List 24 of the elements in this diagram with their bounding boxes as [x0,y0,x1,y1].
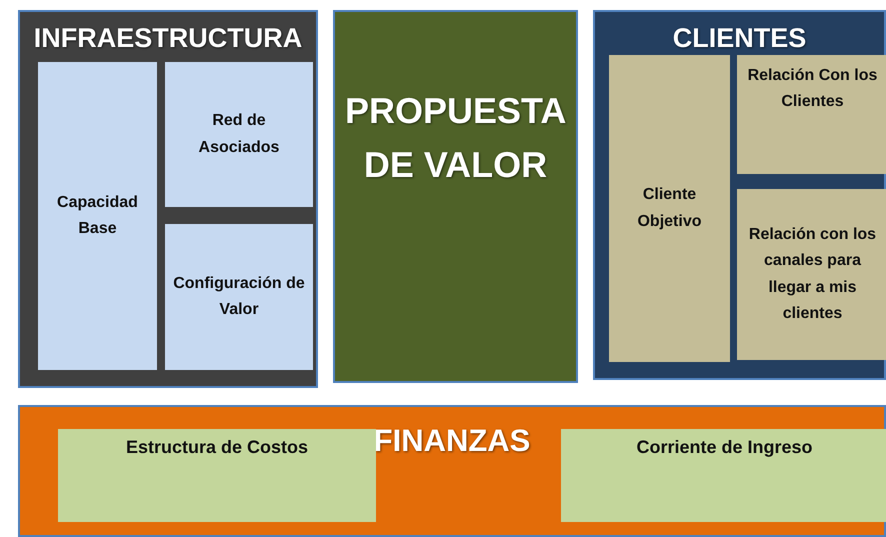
block-label: Relación Con los Clientes [746,66,878,112]
building-block-card [737,55,886,174]
panel-heading: FINANZAS [374,422,530,460]
building-block-card [737,189,886,360]
building-block-card [58,429,376,522]
building-block-card [38,62,157,370]
block-label: Cliente Objetivo [636,185,702,232]
block-label: Capacidad Base [56,192,139,239]
block-label: Red de Asociados [198,111,280,158]
block-label: Relación con los canales para llegar a mis clientes [748,224,878,324]
infrastructure-panel [18,10,318,388]
panel-heading: INFRAESTRUCTURA [34,22,302,55]
value-proposition-panel [333,10,578,383]
panel-heading: PROPUESTA DE VALOR [345,89,566,187]
building-block-card [165,224,313,370]
finance-panel [18,405,886,537]
block-label: Corriente de Ingreso [636,436,813,459]
customers-panel [593,10,886,380]
block-label: Configuración de Valor [172,274,306,320]
building-block-card [609,55,730,362]
block-label: Estructura de Costos [126,436,308,459]
building-block-card [561,429,886,522]
building-block-card [165,62,313,207]
panel-heading: CLIENTES [672,22,806,55]
